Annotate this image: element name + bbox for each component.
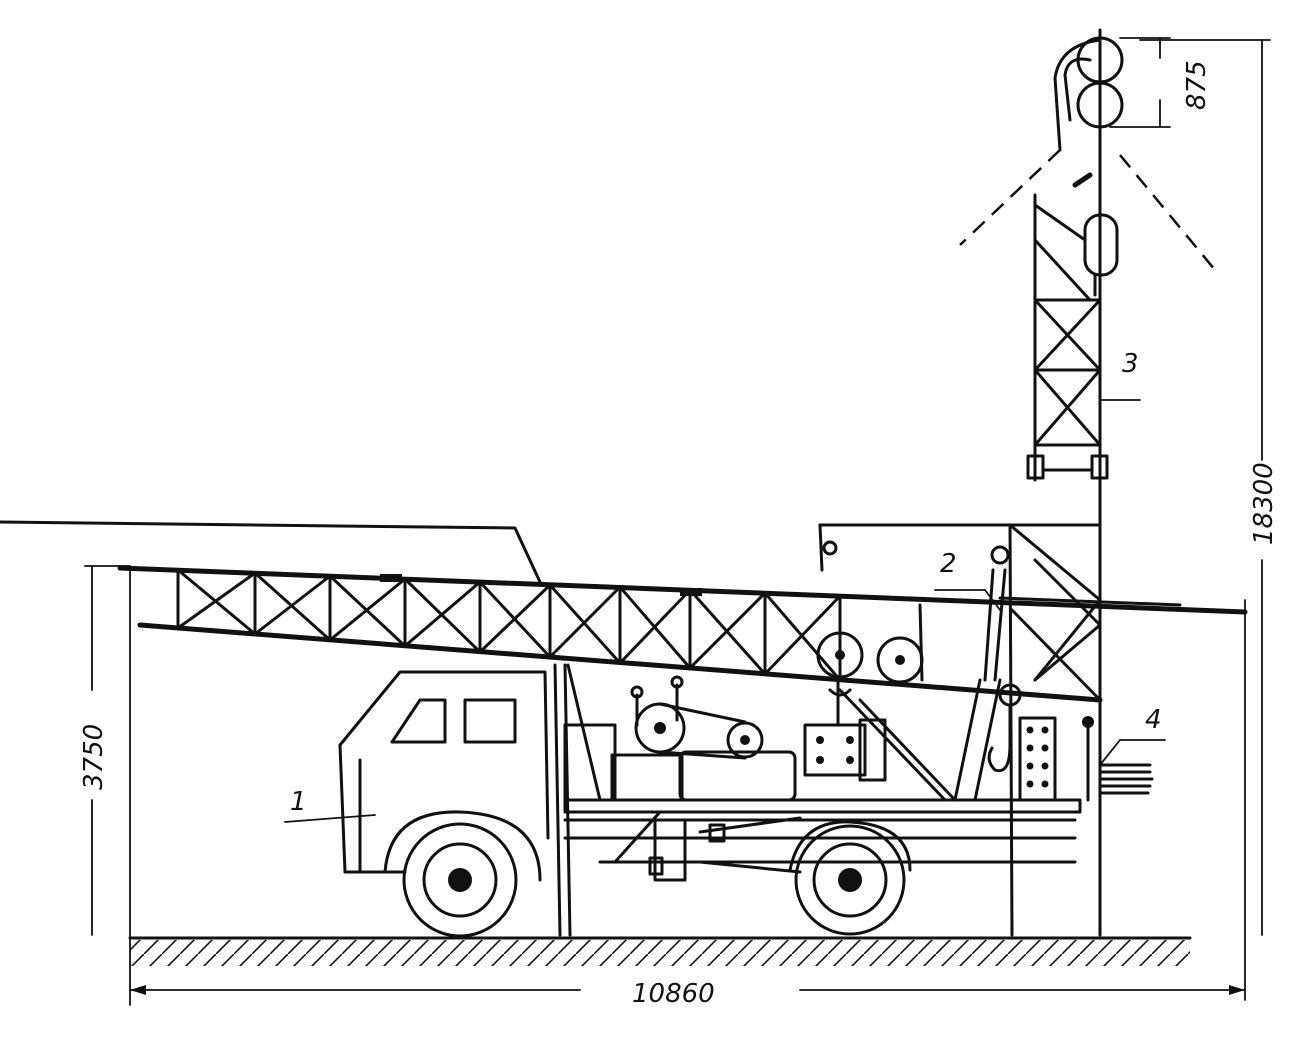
dimension-875: 875: [1182, 60, 1212, 110]
callout-4-pipe-rack: 4: [1145, 705, 1162, 735]
truck-carrier: [338, 663, 1082, 938]
dimension-lines: [84, 37, 1271, 1006]
dimension-3750: 3750: [79, 724, 109, 790]
callout-1-carrier: 1: [290, 787, 307, 817]
dimension-10860: 10860: [632, 979, 715, 1009]
callout-3-mast: 3: [1122, 349, 1139, 379]
hydraulic-cylinder: [943, 545, 1010, 802]
callout-leaders: [284, 399, 1166, 823]
deck-machinery: [563, 675, 1154, 802]
lattice-boom: [0, 520, 1248, 703]
dimension-18300: 18300: [1249, 462, 1279, 545]
ground: [128, 936, 1192, 966]
callout-2-hydraulic-cylinder: 2: [940, 549, 957, 579]
